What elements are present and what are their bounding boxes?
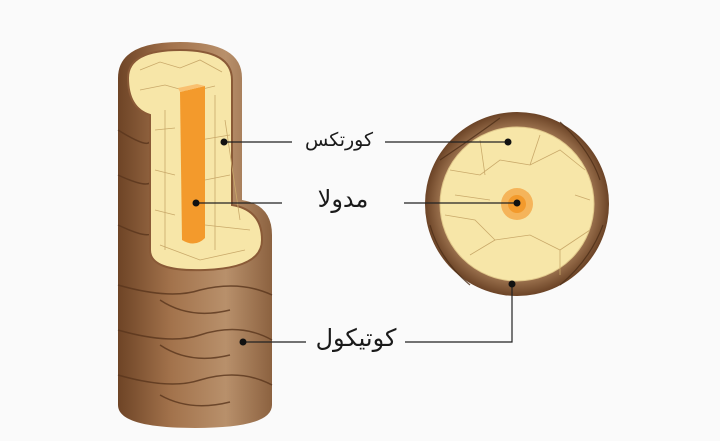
- medulla-core: [180, 86, 205, 244]
- hair-shaft-cutaway: [117, 42, 273, 428]
- medulla-label: مدولا: [317, 185, 369, 213]
- cuticle-leader-right: [405, 284, 513, 343]
- cuticle-label: کوتیکول: [315, 324, 397, 352]
- leader-dots: [192, 138, 521, 346]
- cortex-label: کورتکس: [304, 129, 374, 151]
- leader-lines: [196, 141, 517, 343]
